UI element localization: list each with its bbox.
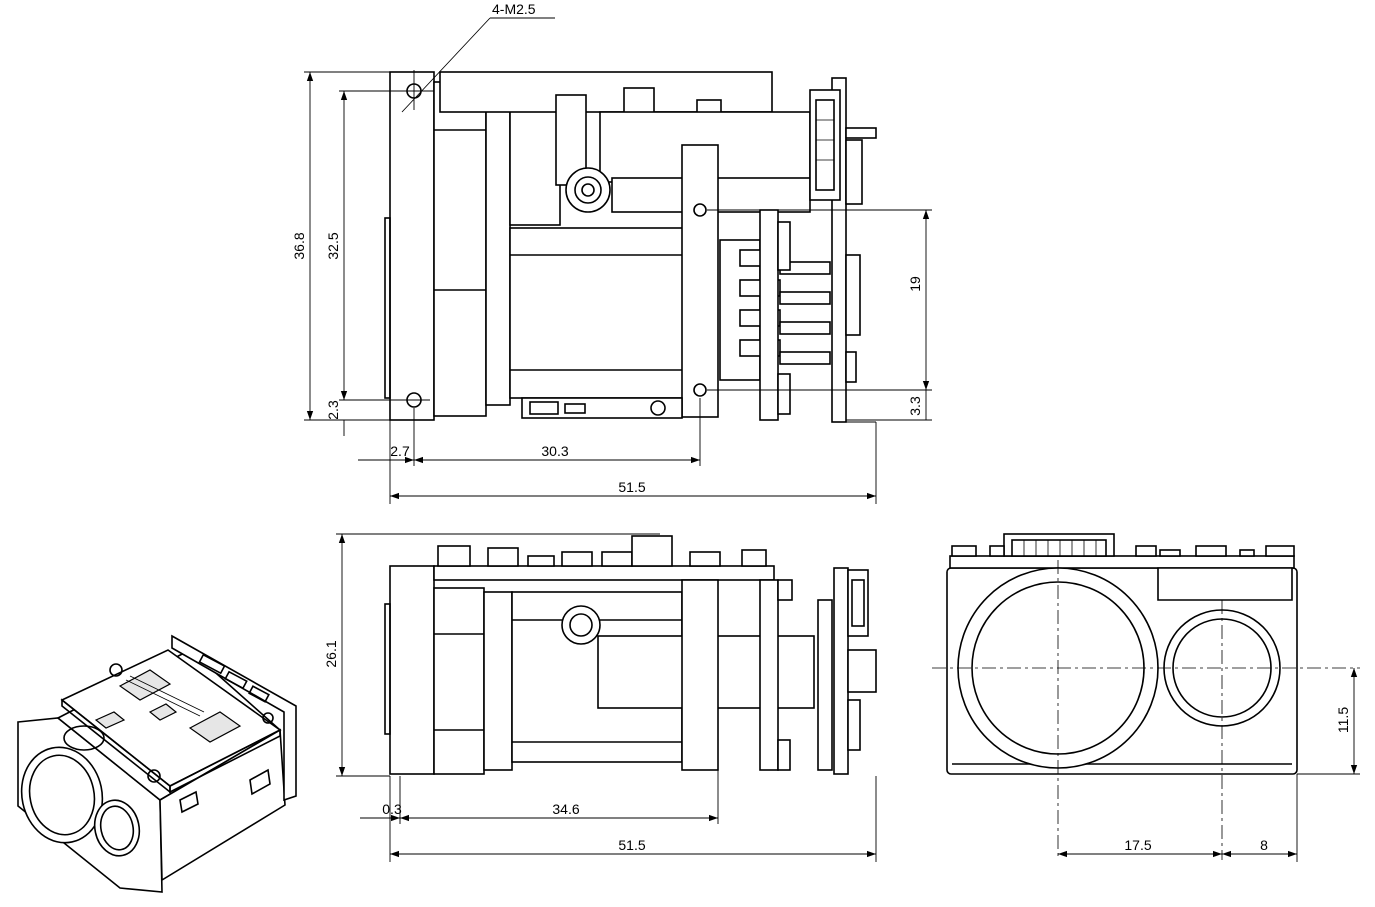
thread-label: 4-M2.5 [492,1,536,17]
top-view-dimensions [304,17,932,504]
dim-side-center-span: 34.6 [552,801,579,817]
side-view-pcb-right [833,567,849,775]
dim-top-right-offset: 3.3 [907,396,923,416]
dim-top-height-offset: 2.3 [325,400,341,420]
dim-front-lens-height: 11.5 [1335,707,1351,733]
dim-top-height-total: 36.8 [291,232,307,259]
front-view [932,533,1360,862]
dim-top-hole-span: 30.3 [541,443,568,459]
dim-front-lens-span: 17.5 [1124,837,1151,853]
dim-top-total-length: 51.5 [618,479,645,495]
dim-front-right-offset: 8 [1260,837,1268,853]
top-view-flange [389,71,435,421]
dim-side-left-offset: 0.3 [382,801,402,817]
dim-side-total-length: 51.5 [618,837,645,853]
top-view [304,17,932,504]
side-view-flange [389,565,435,775]
dim-side-height: 26.1 [323,640,339,667]
front-view-dimensions [1058,668,1360,862]
side-view [336,533,877,862]
dim-top-height-holes: 32.5 [325,232,341,259]
dim-top-left-offset: 2.7 [390,443,410,459]
side-view-dimensions [336,533,877,862]
isometric-view [17,634,297,893]
top-view-post [681,144,719,418]
dim-top-right-span: 19 [907,276,923,292]
dimension-labels: 4-M2.5 36.8 32.5 2.3 19 3.3 2.7 30.3 51.… [291,1,1351,853]
top-view-main-body [509,227,689,399]
side-view-pcb [433,565,775,581]
